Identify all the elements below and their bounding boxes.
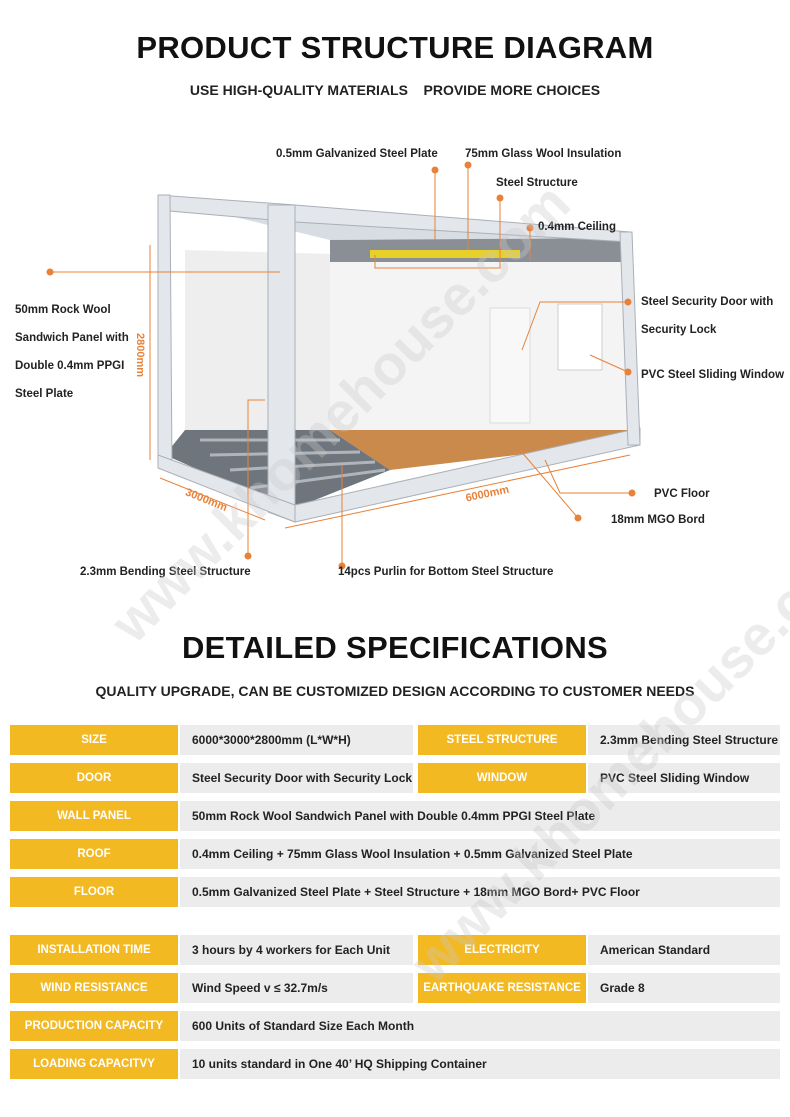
spec-label: INSTALLATION TIME <box>10 935 178 965</box>
spec-label: DOOR <box>10 763 178 793</box>
spec-value: Grade 8 <box>588 973 780 1003</box>
callout-purlin: 14pcs Purlin for Bottom Steel Structure <box>338 566 554 578</box>
spec-label: STEEL STRUCTURE <box>418 725 586 755</box>
callout-mgo-board: 18mm MGO Bord <box>611 514 705 526</box>
left-post <box>157 194 173 469</box>
spec-value: 0.4mm Ceiling + 75mm Glass Wool Insulati… <box>180 839 780 869</box>
glass-wool-insulation <box>370 250 520 258</box>
spec-label: ROOF <box>10 839 178 869</box>
callout-pvc-floor: PVC Floor <box>654 488 710 500</box>
spec-label: EARTHQUAKE RESISTANCE <box>418 973 586 1003</box>
door <box>489 307 531 424</box>
spec-value: 10 units standard in One 40’ HQ Shipping… <box>180 1049 780 1079</box>
callout-window: PVC Steel Sliding Window <box>641 369 785 381</box>
page-title: PRODUCT STRUCTURE DIAGRAM <box>136 30 654 65</box>
front-corner-post <box>267 204 296 523</box>
spec-value: American Standard <box>588 935 780 965</box>
spec-value: Steel Security Door with Security Lock <box>180 763 413 793</box>
spec-label: WALL PANEL <box>10 801 178 831</box>
spec-value: PVC Steel Sliding Window <box>588 763 780 793</box>
spec-value: 600 Units of Standard Size Each Month <box>180 1011 780 1041</box>
spec-value: 50mm Rock Wool Sandwich Panel with Doubl… <box>180 801 780 831</box>
callout-rock-wool: 50mm Rock Wool Sandwich Panel with Doubl… <box>15 304 129 400</box>
spec-value: 2.3mm Bending Steel Structure <box>588 725 780 755</box>
spec-label: LOADING CAPACITVY <box>10 1049 178 1079</box>
page-subtitle: USE HIGH-QUALITY MATERIALS PROVIDE MORE … <box>189 82 601 98</box>
spec-value: 0.5mm Galvanized Steel Plate + Steel Str… <box>180 877 780 907</box>
spec-value: 3 hours by 4 workers for Each Unit <box>180 935 413 965</box>
callout-bending-steel: 2.3mm Bending Steel Structure <box>80 566 251 578</box>
pvc-floor <box>330 430 632 470</box>
callout-ceiling: 0.4mm Ceiling <box>538 221 616 233</box>
spec-label: WIND RESISTANCE <box>10 973 178 1003</box>
callout-door: Steel Security Door with Security Lock <box>641 296 774 336</box>
spec-value: 6000*3000*2800mm (L*W*H) <box>180 725 413 755</box>
spec-label: FLOOR <box>10 877 178 907</box>
spec-label: ELECTRICITY <box>418 935 586 965</box>
back-wall <box>330 262 632 430</box>
container-diagram: 2800mm 3000mm 6000mm <box>46 161 641 570</box>
spec-label: PRODUCTION CAPACITY <box>10 1011 178 1041</box>
length-dimension: 6000mm <box>465 484 511 505</box>
callout-glass-wool: 75mm Glass Wool Insulation <box>465 148 622 160</box>
spec-label: WINDOW <box>418 763 586 793</box>
spec-label: SIZE <box>10 725 178 755</box>
callout-steel-structure: Steel Structure <box>496 177 578 189</box>
window <box>557 303 603 371</box>
specs-title: DETAILED SPECIFICATIONS <box>182 630 608 665</box>
specs-subtitle: QUALITY UPGRADE, CAN BE CUSTOMIZED DESIG… <box>95 683 695 699</box>
spec-value: Wind Speed v ≤ 32.7m/s <box>180 973 413 1003</box>
callout-galvanized-plate: 0.5mm Galvanized Steel Plate <box>276 148 438 160</box>
height-dimension: 2800mm <box>134 333 146 377</box>
